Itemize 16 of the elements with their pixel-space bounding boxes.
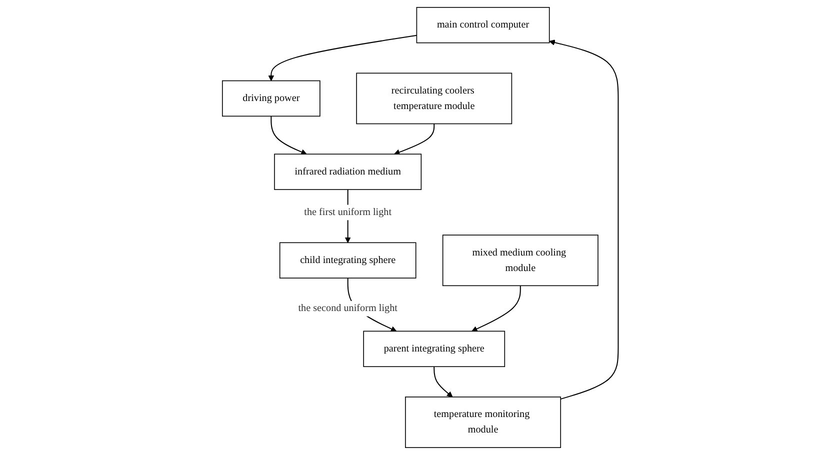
arrow bbox=[270, 116, 306, 155]
node-box: mixed medium cooling module bbox=[442, 234, 598, 286]
node-box: child integrating sphere bbox=[279, 242, 416, 278]
node-box: driving power bbox=[222, 80, 320, 117]
node-box: temperature monitoring module bbox=[404, 396, 561, 448]
arrow bbox=[433, 366, 452, 398]
arrow bbox=[548, 40, 618, 400]
node-box: main control computer bbox=[416, 7, 550, 44]
edge-label: the first uniform light bbox=[304, 206, 392, 218]
arrow bbox=[394, 124, 434, 155]
arrow bbox=[471, 286, 521, 332]
arrow bbox=[268, 34, 416, 82]
node-box: infrared radiation medium bbox=[274, 154, 422, 190]
node-box: recirculating coolers temperature module bbox=[356, 72, 512, 124]
edge-label: the second uniform light bbox=[298, 302, 398, 314]
node-box: parent integrating sphere bbox=[362, 330, 505, 368]
